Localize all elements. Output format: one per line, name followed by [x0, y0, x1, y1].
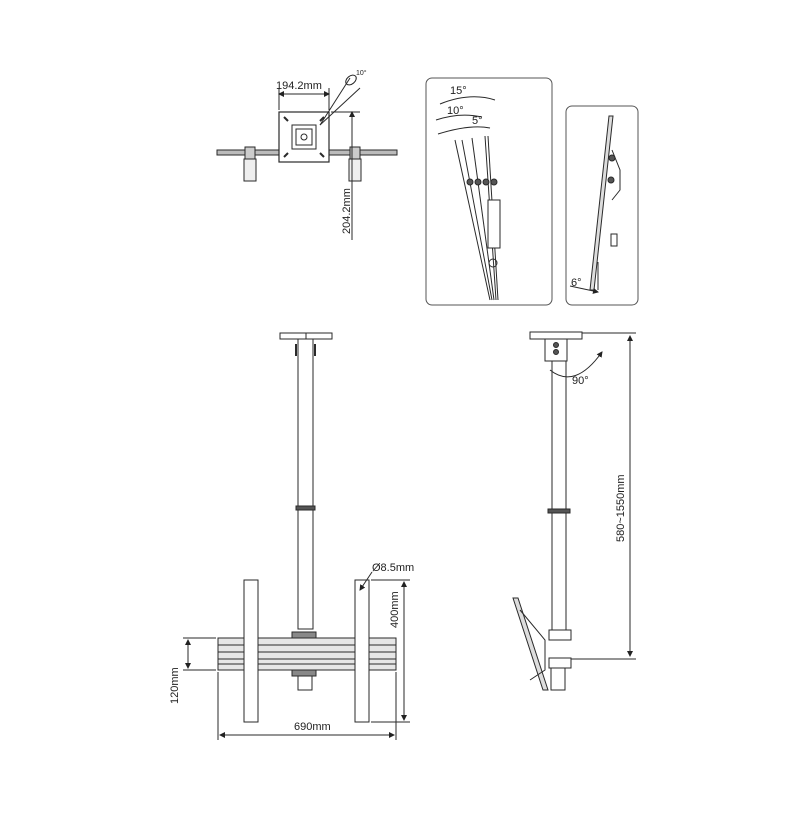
- bracket-height-label: 400mm: [389, 591, 401, 628]
- rotation-label: 10°: [356, 70, 367, 77]
- hole-diameter-label: Ø8.5mm: [372, 562, 415, 574]
- swivel-label: 90°: [572, 375, 589, 387]
- height-range-label: 580~1550mm: [615, 474, 627, 542]
- total-width-label: 690mm: [294, 721, 331, 733]
- side-view: [512, 331, 636, 691]
- tilt-15-label: 15°: [450, 85, 467, 97]
- tilt-10-label: 10°: [447, 105, 464, 117]
- top-depth-label: 204.2mm: [341, 188, 353, 234]
- rail-height-label: 120mm: [169, 667, 181, 704]
- tilt-5-label: 5°: [472, 115, 483, 127]
- top-width-label: 194.2mm: [276, 80, 322, 92]
- side-tilt-6-label: 6°: [571, 277, 582, 289]
- tilt-detail: [425, 77, 553, 306]
- top-view: [216, 74, 398, 240]
- side-tilt-detail: [565, 105, 639, 306]
- front-view: [183, 332, 410, 740]
